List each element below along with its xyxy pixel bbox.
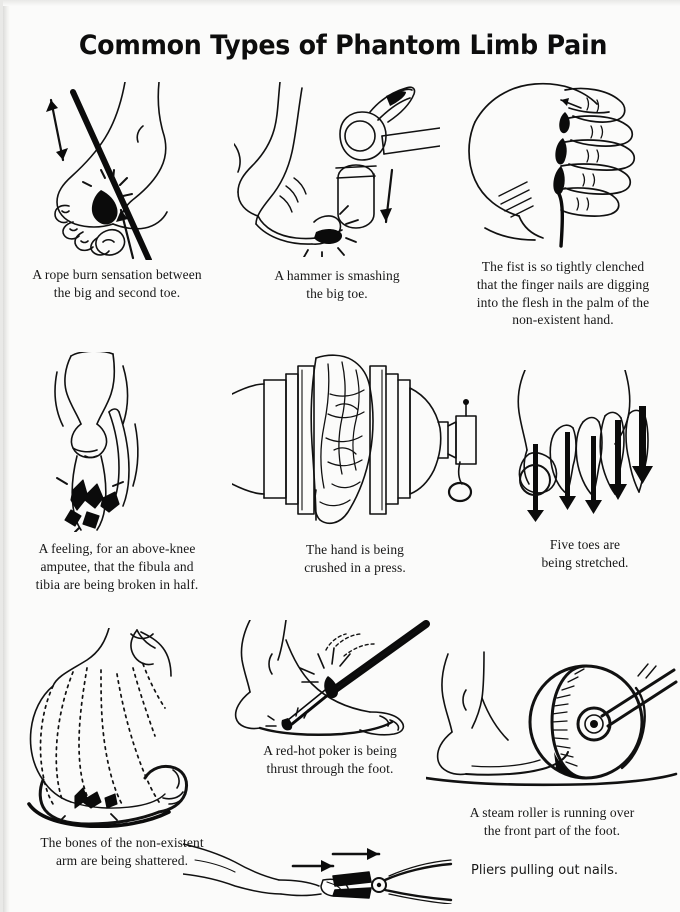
- caption-broken-bones: A feeling, for an above-knee amputee, th…: [9, 540, 225, 593]
- panel-stretched-toes: Five toes are being stretched.: [487, 370, 680, 572]
- foot-with-rope-between-toes-illustration: [46, 82, 168, 260]
- caption-steam-roller: A steam roller is running over the front…: [423, 804, 680, 840]
- panel-hand-press: The hand is being crushed in a press.: [229, 352, 481, 577]
- caption-line: the big and second toe.: [53, 284, 181, 300]
- caption-line: thrust through the foot.: [266, 760, 394, 776]
- panel-hammer: A hammer is smashing the big toe.: [231, 82, 443, 303]
- tightly-clenched-fist-illustration: [468, 82, 636, 248]
- caption-line: The fist is so tightly clenched: [481, 259, 645, 274]
- caption-line: into the flesh in the palm of the: [476, 294, 650, 310]
- caption-line: amputee, that the fibula and: [40, 558, 194, 574]
- caption-line: crushed in a press.: [304, 559, 406, 575]
- pliers-pulling-nail-illustration: [183, 843, 453, 904]
- caption-line: A rope burn sensation between: [32, 267, 202, 282]
- caption-line: A hammer is smashing: [274, 268, 400, 283]
- caption-line: arm are being shattered.: [55, 852, 189, 868]
- caption-line: A red-hot poker is being: [263, 743, 397, 758]
- panel-rope-burn: A rope burn sensation between the big an…: [11, 82, 223, 302]
- caption-line: the front part of the foot.: [483, 822, 621, 838]
- caption-rope-burn: A rope burn sensation between the big an…: [11, 266, 223, 302]
- panel-clenched-fist: The fist is so tightly clenched that the…: [447, 78, 679, 329]
- caption-line: the big toe.: [306, 285, 368, 301]
- shattered-arm-illustration: [27, 628, 189, 828]
- steam-roller-over-foot-illustration: [426, 651, 678, 787]
- caption-pliers: Pliers pulling out nails.: [471, 862, 618, 879]
- hand-crushed-in-press-illustration: [232, 354, 477, 525]
- claw-hammer-striking-big-toe-illustration: [234, 82, 440, 257]
- caption-line: Five toes are: [549, 537, 621, 552]
- caption-line: The hand is being: [305, 542, 405, 557]
- panel-shattered-arm: The bones of the non-existent arm are be…: [7, 628, 237, 870]
- poker-through-foot-illustration: [234, 620, 430, 736]
- caption-hand-press: The hand is being crushed in a press.: [229, 541, 481, 577]
- caption-stretched-toes: Five toes are being stretched.: [487, 536, 680, 572]
- caption-shattered-arm: The bones of the non-existent arm are be…: [7, 834, 237, 870]
- caption-line: non-existent hand.: [512, 312, 614, 328]
- caption-line: tibia are being broken in half.: [35, 576, 199, 592]
- caption-red-hot-poker: A red-hot poker is being thrust through …: [225, 742, 435, 778]
- caption-line: that the finger nails are digging: [476, 276, 650, 292]
- caption-line: A steam roller is running over: [469, 805, 635, 820]
- above-knee-leg-bones-illustration: [54, 352, 139, 532]
- caption-hammer: A hammer is smashing the big toe.: [231, 267, 443, 303]
- caption-line: being stretched.: [541, 554, 629, 570]
- panel-steam-roller: A steam roller is running over the front…: [423, 648, 680, 840]
- caption-clenched-fist: The fist is so tightly clenched that the…: [447, 258, 679, 329]
- panel-pliers: Pliers pulling out nails.: [183, 838, 680, 904]
- panel-broken-bones: A feeling, for an above-knee amputee, th…: [9, 352, 225, 593]
- panel-red-hot-poker: A red-hot poker is being thrust through …: [225, 620, 435, 778]
- five-toes-stretched-illustration: [517, 370, 653, 522]
- page-title: Common Types of Phantom Limb Pain: [78, 30, 608, 61]
- caption-line: Pliers pulling out nails.: [471, 863, 619, 879]
- caption-line: A feeling, for an above-knee: [38, 541, 196, 556]
- caption-line: The bones of the non-existent: [40, 835, 204, 850]
- page-top-shadow: [3, 0, 680, 6]
